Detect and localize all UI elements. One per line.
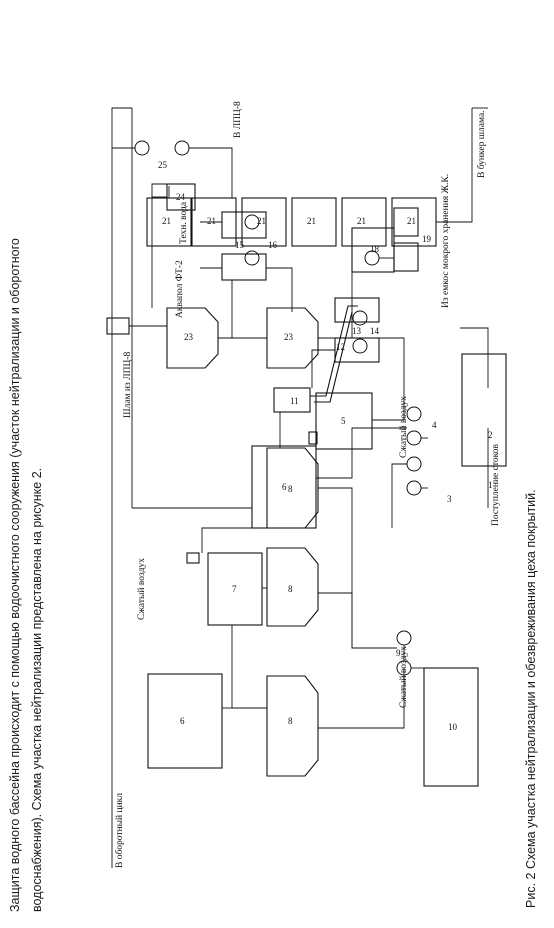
unit-5-aux — [308, 431, 318, 445]
num-8-a: 8 — [288, 716, 293, 726]
num-7: 7 — [232, 584, 237, 594]
num-19: 19 — [422, 234, 432, 244]
paragraph-line-2: водоснабжения). Схема участка нейтрализа… — [30, 467, 44, 912]
num-3: 3 — [447, 494, 452, 504]
pump-16-a — [244, 250, 260, 266]
label-air-left: Сжатый воздух — [136, 558, 147, 620]
pump-14-b — [352, 338, 368, 354]
num-11: 11 — [290, 396, 299, 406]
silo-23-a — [266, 307, 319, 369]
num-6-lower: 6 — [180, 716, 185, 726]
num-2: 2 — [488, 430, 493, 440]
num-6-upper: 6 — [282, 482, 287, 492]
conveyor-12 — [310, 305, 358, 397]
unit-11 — [273, 387, 311, 413]
equipment — [106, 183, 507, 787]
tank-10 — [423, 667, 479, 787]
num-4: 4 — [432, 420, 437, 430]
tank-15-a — [221, 253, 267, 281]
unit-5 — [315, 392, 373, 450]
pump-3-a — [406, 480, 422, 496]
label-air-right: Сжатый воздух — [398, 396, 409, 458]
label-to-lpc8: В ЛПЦ-8 — [233, 101, 243, 138]
num-21-3: 21 — [257, 216, 266, 226]
num-21-4: 21 — [307, 216, 316, 226]
settler-8-c — [266, 447, 319, 529]
num-24: 24 — [176, 192, 186, 202]
num-9: 9 — [396, 648, 401, 658]
pumps — [134, 140, 422, 676]
settler-8-a — [266, 675, 319, 777]
tank-21-3 — [241, 197, 287, 247]
item-numbers: 6 7 6 5 8 8 8 9 10 11 12 13 14 15 16 1 2… — [158, 160, 493, 732]
num-15: 15 — [235, 240, 245, 250]
unit-19-a — [393, 207, 419, 237]
figure-caption: Рис. 2 Схема участка нейтрализации и обе… — [524, 489, 538, 908]
flow-labels: В оборотный цикл Сжатый воздух Сжатый во… — [114, 101, 501, 868]
tank-15-b — [221, 211, 267, 239]
label-akvapol: Аквапол ФТ-2 — [175, 260, 185, 318]
pump-14-a — [352, 310, 368, 326]
num-25: 25 — [158, 160, 168, 170]
label-inflow: Поступление стоков — [491, 443, 501, 526]
label-from-store: Из емкос мокрого хранения Ж.К. — [441, 174, 451, 308]
num-21-6: 21 — [407, 216, 416, 226]
paragraph-line-1: Защита водного бассейна происходит с пом… — [8, 238, 22, 912]
unit-7-aux — [186, 552, 200, 564]
num-18: 18 — [370, 244, 380, 254]
num-21-1: 21 — [162, 216, 171, 226]
pump-25-b — [174, 140, 190, 156]
neutralization-scheme: 6 7 6 5 8 8 8 9 10 11 12 13 14 15 16 1 2… — [106, 101, 507, 868]
pump-3-b — [406, 456, 422, 472]
num-8-c: 8 — [288, 484, 293, 494]
unit-23-aux — [106, 317, 130, 335]
num-1: 1 — [488, 480, 493, 490]
unit-19-b — [393, 242, 419, 272]
num-13: 13 — [352, 326, 362, 336]
pump-4-a — [406, 430, 422, 446]
pump-4-b — [406, 406, 422, 422]
num-14: 14 — [370, 326, 380, 336]
pipes — [111, 107, 489, 868]
unit-7 — [207, 552, 263, 626]
num-23-b: 23 — [184, 332, 194, 342]
num-16: 16 — [268, 240, 278, 250]
tank-13-b — [334, 297, 380, 323]
num-23-a: 23 — [284, 332, 294, 342]
tank-6-lower — [147, 673, 223, 769]
num-21-5: 21 — [357, 216, 366, 226]
label-recycle: В оборотный цикл — [114, 793, 125, 868]
pump-16-b — [244, 214, 260, 230]
label-sludge-from: Шлам из ЛПЦ-8 — [123, 352, 133, 418]
pump-9-b — [396, 630, 412, 646]
silo-23-b — [166, 307, 219, 369]
num-8-b: 8 — [288, 584, 293, 594]
num-10: 10 — [448, 722, 458, 732]
tank-21-4 — [291, 197, 337, 247]
conveyor-12-b — [314, 311, 353, 403]
settler-8-b — [266, 547, 319, 627]
num-12: 12 — [336, 342, 345, 352]
label-air-bottom: Сжатый воздух — [398, 646, 409, 708]
num-21-2: 21 — [207, 216, 216, 226]
label-to-bunker: В бункер шлама. — [476, 110, 487, 178]
pump-25-a — [134, 140, 150, 156]
tank-21-5 — [341, 197, 387, 247]
label-tech-water: Техн. вода — [179, 201, 189, 244]
num-5: 5 — [341, 416, 346, 426]
mixer-1-2 — [461, 353, 507, 467]
